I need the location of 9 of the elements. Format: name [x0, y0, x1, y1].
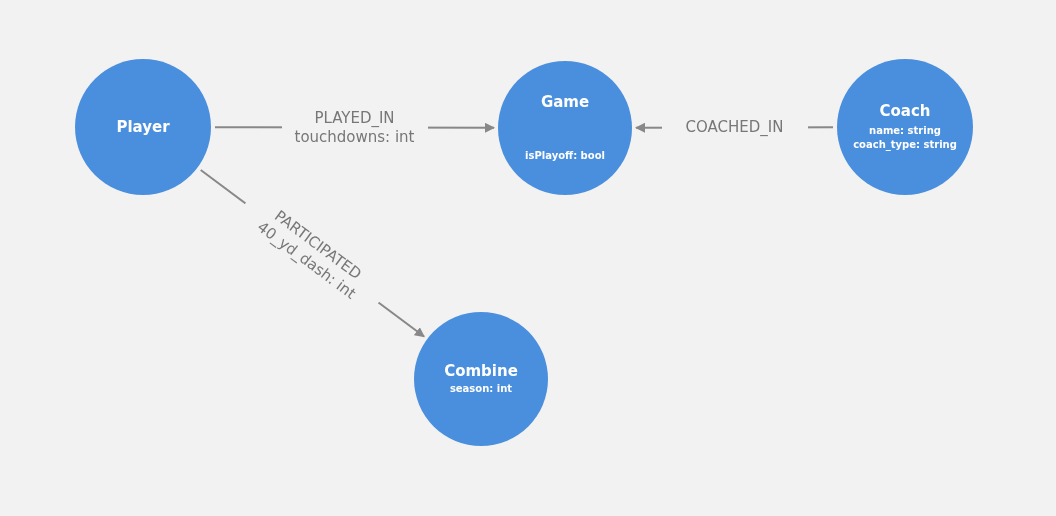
node-title: Game — [540, 93, 590, 111]
property-text: isPlayoff: bool — [525, 149, 605, 163]
node-title: Coach — [879, 102, 931, 120]
node-title: Combine — [444, 362, 518, 380]
property-text: coach_type: string — [853, 138, 957, 152]
node-title: Player — [116, 118, 170, 136]
property-text: season: int — [449, 382, 513, 396]
edge-label: COACHED_IN — [661, 118, 808, 137]
property-text: name: string — [869, 124, 941, 138]
